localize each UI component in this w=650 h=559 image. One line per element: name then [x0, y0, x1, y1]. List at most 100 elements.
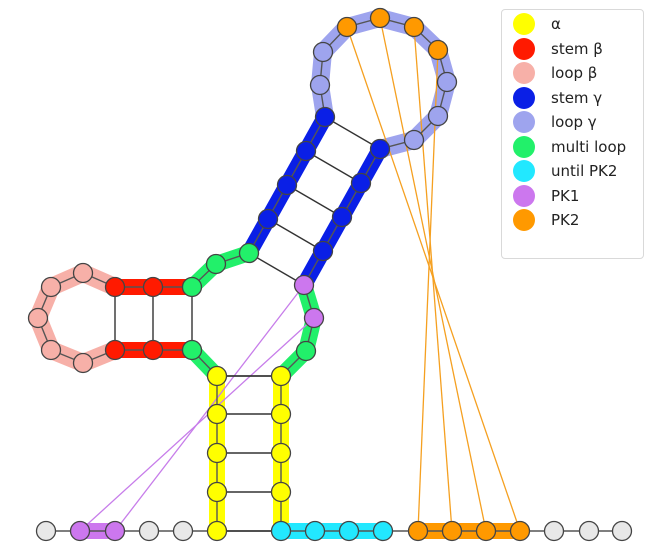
unpaired-node — [35, 520, 57, 542]
legend-item: until PK2 — [502, 159, 643, 184]
legend-label: α — [551, 15, 561, 34]
stem-gamma-node — [369, 138, 391, 160]
legend-item: loop γ — [502, 110, 643, 135]
legend-swatch — [513, 37, 535, 60]
pk2-link — [346, 26, 521, 532]
alpha-node — [206, 365, 228, 387]
pk2-node — [427, 39, 449, 61]
multi-loop-node — [205, 253, 227, 275]
alpha-node — [206, 481, 228, 503]
pk1-node — [303, 307, 325, 329]
pk1-node — [69, 520, 91, 542]
legend-swatch — [513, 184, 535, 207]
legend-label: PK2 — [551, 211, 580, 230]
legend-swatch — [513, 86, 535, 109]
stem-gamma-node — [295, 140, 317, 162]
pk2-node — [369, 7, 391, 29]
legend-label: loop γ — [551, 113, 597, 132]
legend-label: until PK2 — [551, 162, 618, 181]
loop-gamma-node — [312, 41, 334, 63]
stem-gamma-node — [331, 206, 353, 228]
stem-gamma-node — [314, 106, 336, 128]
alpha-node — [270, 365, 292, 387]
loop-gamma-node — [427, 105, 449, 127]
base-pair-bond — [305, 150, 362, 184]
alpha-node — [270, 481, 292, 503]
pk1-node — [293, 274, 315, 296]
alpha-node — [270, 403, 292, 425]
legend-item: multi loop — [502, 135, 643, 160]
loop-gamma-node — [309, 74, 331, 96]
multi-loop-band-right — [273, 277, 322, 384]
loop-gamma-node — [403, 129, 425, 151]
legend-label: loop β — [551, 64, 598, 83]
legend-swatch — [513, 62, 535, 85]
base-pair-bond — [286, 184, 343, 218]
legend-label: stem β — [551, 39, 603, 58]
loop-beta-node — [72, 352, 94, 374]
legend-item: stem β — [502, 37, 643, 62]
legend-item: α — [502, 12, 643, 37]
legend-swatch — [513, 13, 535, 36]
legend-item: PK2 — [502, 208, 643, 233]
nucleotides — [27, 7, 633, 542]
loop-beta-node — [72, 262, 94, 284]
legend-swatch — [513, 209, 535, 232]
alpha-node — [206, 403, 228, 425]
stem-gamma-node — [350, 172, 372, 194]
legend-swatch — [513, 111, 535, 134]
legend-item: PK1 — [502, 184, 643, 209]
alpha-node — [270, 442, 292, 464]
multi-loop-node — [181, 276, 203, 298]
stem-beta-node — [142, 339, 164, 361]
base-pair-bond — [267, 218, 324, 252]
loop-beta-node — [27, 307, 49, 329]
unpaired-node — [611, 520, 633, 542]
legend-label: PK1 — [551, 186, 580, 205]
stem-beta-node — [142, 276, 164, 298]
stem-gamma-node — [276, 174, 298, 196]
stem-beta-node — [104, 276, 126, 298]
pk2-node — [336, 16, 358, 38]
legend: α stem β loop β stem γ loop γ multi loop… — [501, 9, 644, 259]
backbone-multi-right — [280, 284, 315, 377]
legend-item: loop β — [502, 61, 643, 86]
pk2-link — [379, 17, 487, 532]
pk2-node — [509, 520, 531, 542]
legend-swatch — [513, 135, 535, 158]
pseudoknot-links — [79, 17, 521, 532]
legend-label: stem γ — [551, 88, 603, 107]
stem-beta-node — [104, 339, 126, 361]
base-pair-bond — [248, 252, 305, 286]
until-pk2-node — [270, 520, 292, 542]
alpha-node — [206, 520, 228, 542]
loop-beta-node — [40, 276, 62, 298]
alpha-node — [206, 442, 228, 464]
legend-item: stem γ — [502, 86, 643, 111]
multi-loop-node — [238, 242, 260, 264]
pk1-node — [104, 520, 126, 542]
unpaired-node — [578, 520, 600, 542]
stem-gamma-node — [257, 208, 279, 230]
base-pair-bonds — [114, 116, 381, 532]
base-pair-bond — [324, 116, 381, 150]
loop-beta-node — [40, 339, 62, 361]
stem-gamma-node — [312, 240, 334, 262]
loop-gamma-node — [436, 71, 458, 93]
pk2-node — [403, 16, 425, 38]
pk2-node — [441, 520, 463, 542]
until-pk2-node — [304, 520, 326, 542]
pk2-node — [407, 520, 429, 542]
multi-loop-node — [295, 340, 317, 362]
unpaired-node — [172, 520, 194, 542]
legend-label: multi loop — [551, 137, 627, 156]
until-pk2-node — [372, 520, 394, 542]
until-pk2-node — [338, 520, 360, 542]
unpaired-node — [138, 520, 160, 542]
multi-loop-node — [181, 339, 203, 361]
pk2-link — [417, 49, 439, 532]
pk2-node — [475, 520, 497, 542]
unpaired-node — [543, 520, 565, 542]
legend-swatch — [513, 160, 535, 183]
